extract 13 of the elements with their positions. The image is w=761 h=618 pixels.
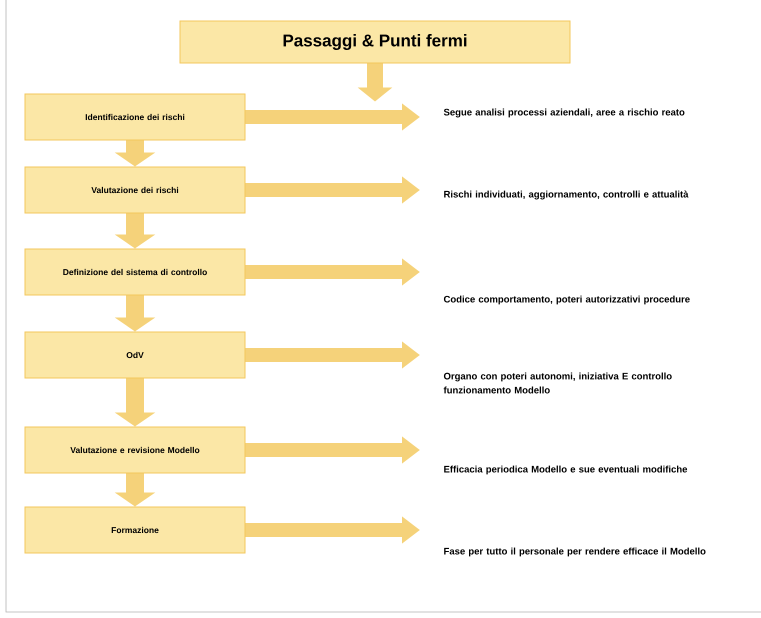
description-text: Fase per tutto il personale per rendere efficace il Modello [444, 548, 706, 556]
step-box: Valutazione dei rischi [24, 166, 246, 214]
description-text: Rischi individuati, aggiornamento, controlli e attualità [444, 190, 688, 200]
description-text: Segue analisi processi aziendali, aree a rischio reato [444, 108, 684, 118]
title-box: Passaggi & Punti fermi [180, 20, 570, 64]
description-text: Efficacia periodica Modello e sue eventuali modifiche [444, 466, 688, 474]
step-box: OdV [24, 332, 246, 378]
step-box: Identificazione dei rischi [24, 94, 246, 140]
description-text: Codice comportamento, poteri autorizzativi procedure [444, 296, 690, 304]
step-box: Valutazione e revisione Modello [24, 426, 246, 474]
description-text: Organo con poteri autonomi, iniziativa E controllo funzionamento Modello [444, 372, 672, 394]
step-box: Formazione [24, 506, 246, 554]
step-box: Definizione del sistema di controllo [24, 248, 246, 296]
